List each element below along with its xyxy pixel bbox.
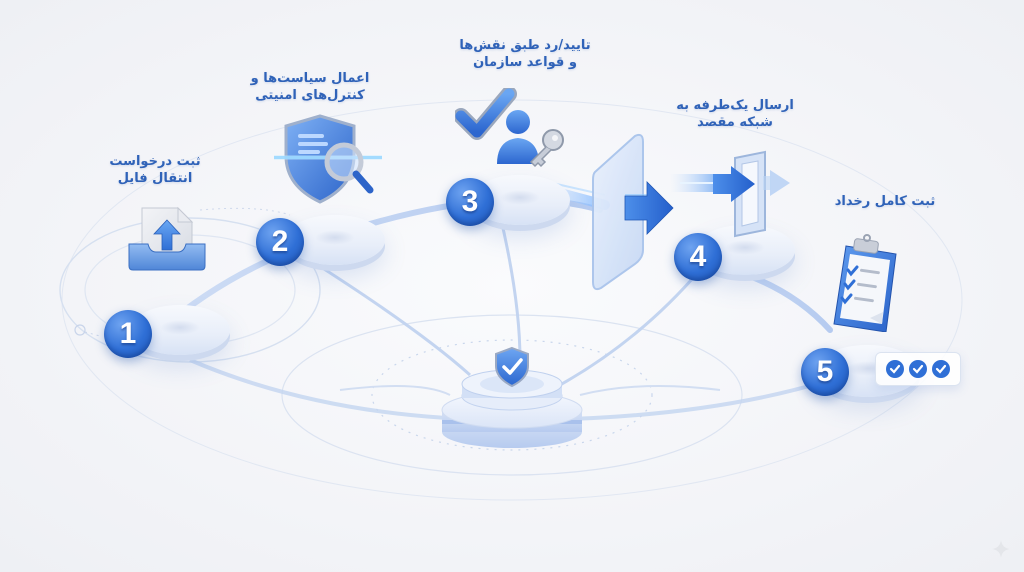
center-hub bbox=[438, 340, 586, 450]
step-3-label-line2: و قواعد سازمان bbox=[473, 55, 577, 70]
checkmark-user-key-icon bbox=[453, 86, 575, 168]
step-2-label: اعمال سیاست‌ها و کنترل‌های امنیتی bbox=[240, 70, 380, 104]
step-2-badge: 2 bbox=[256, 218, 304, 266]
step-5-label-line1: ثبت کامل رخداد bbox=[834, 194, 936, 209]
step-1-label-line2: انتقال فایل bbox=[117, 171, 193, 186]
step-2-label-line1: اعمال سیاست‌ها و bbox=[250, 71, 370, 86]
step-1-label-line1: ثبت درخواست bbox=[109, 154, 201, 169]
sparkle-icon bbox=[992, 540, 1010, 558]
step-5-badge: 5 bbox=[801, 348, 849, 396]
check-circle-icon bbox=[932, 360, 950, 378]
step-1-badge: 1 bbox=[104, 310, 152, 358]
clipboard-checklist-icon bbox=[830, 232, 902, 333]
step-4-badge: 4 bbox=[674, 233, 722, 281]
step-4-label-line2: شبکه مقصد bbox=[697, 115, 773, 130]
check-circle-icon bbox=[909, 360, 927, 378]
step-3-label: تایید/رد طبق نقش‌ها و قواعد سازمان bbox=[440, 37, 610, 71]
step-4-label-line1: ارسال یک‌طرفه به bbox=[676, 98, 794, 113]
shield-magnifier-icon bbox=[272, 112, 387, 212]
step-5-label: ثبت کامل رخداد bbox=[825, 193, 945, 210]
step-1-label: ثبت درخواست انتقال فایل bbox=[100, 153, 210, 187]
step-3-label-line1: تایید/رد طبق نقش‌ها bbox=[459, 38, 591, 53]
file-upload-tray-icon bbox=[126, 206, 208, 272]
one-way-gateway-arrow-icon bbox=[585, 132, 810, 292]
step-3-badge: 3 bbox=[446, 178, 494, 226]
step-4-label: ارسال یک‌طرفه به شبکه مقصد bbox=[670, 97, 800, 131]
check-circle-icon bbox=[886, 360, 904, 378]
step-2-label-line2: کنترل‌های امنیتی bbox=[255, 88, 365, 103]
step-5-status-checks bbox=[875, 352, 961, 386]
